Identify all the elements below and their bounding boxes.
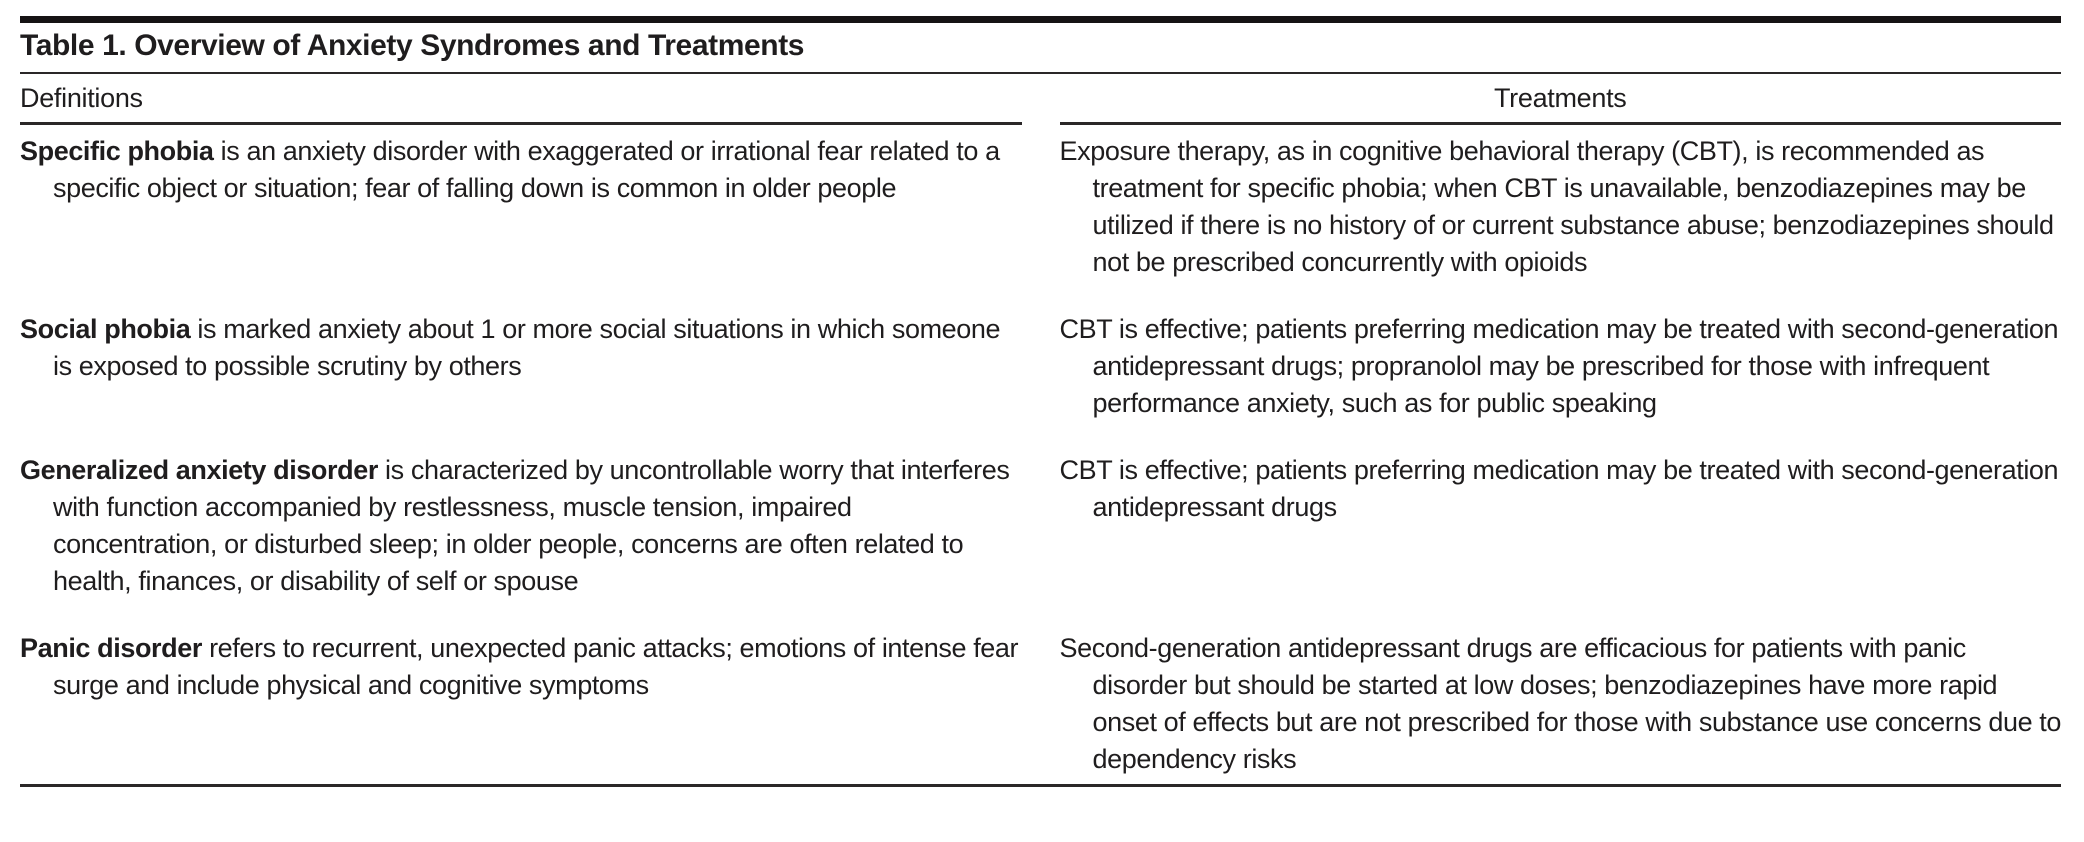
syndrome-definition: is characterized by uncontrollable worry… [53,455,1010,596]
syndrome-term: Specific phobia [20,136,214,166]
definition-cell: Social phobia is marked anxiety about 1 … [20,311,1022,422]
definition-cell: Panic disorder refers to recurrent, unex… [20,630,1022,778]
table-container: Table 1. Overview of Anxiety Syndromes a… [20,16,2061,787]
table-row: Specific phobia is an anxiety disorder w… [20,133,2061,281]
bottom-rule [20,784,2061,787]
treatment-cell: Exposure therapy, as in cognitive behavi… [1059,136,2054,277]
syndrome-term: Social phobia [20,314,191,344]
treatment-cell: CBT is effective; patients preferring me… [1059,314,2059,418]
title-rule [20,72,2061,74]
table-row: Panic disorder refers to recurrent, unex… [20,630,2061,778]
syndrome-definition: is marked anxiety about 1 or more social… [53,314,1001,381]
treatment-cell: Second-generation antidepressant drugs a… [1059,633,2062,774]
syndrome-term: Panic disorder [20,633,202,663]
treatment-cell: CBT is effective; patients preferring me… [1059,455,2059,522]
definition-cell: Specific phobia is an anxiety disorder w… [20,133,1022,281]
table-header-row: Definitions Treatments [20,74,2061,125]
table-row: Social phobia is marked anxiety about 1 … [20,311,2061,422]
syndrome-term: Generalized anxiety disorder [20,455,378,485]
table-row: Generalized anxiety disorder is characte… [20,452,2061,600]
column-header-treatments: Treatments [1059,74,2061,125]
table-body: Specific phobia is an anxiety disorder w… [20,125,2061,778]
table-title: Table 1. Overview of Anxiety Syndromes a… [20,29,805,62]
syndrome-definition: refers to recurrent, unexpected panic at… [53,633,1019,700]
syndrome-definition: is an anxiety disorder with exaggerated … [53,136,1000,203]
table-top-bar [20,16,2061,23]
definition-cell: Generalized anxiety disorder is characte… [20,452,1022,600]
column-header-definitions: Definitions [20,74,1022,125]
